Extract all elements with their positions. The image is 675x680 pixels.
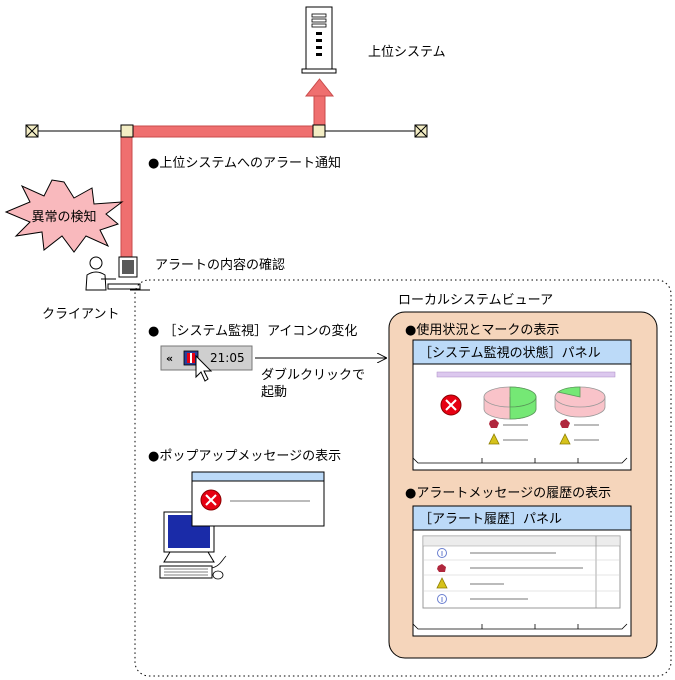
client-label: クライアント xyxy=(42,307,119,322)
pie-chart-icon xyxy=(483,386,537,420)
usage-bar xyxy=(436,371,616,378)
warning-icon xyxy=(559,433,571,445)
error-icon xyxy=(200,489,222,511)
error-mark-icon xyxy=(489,419,499,428)
icon-change-label: ● ［システム監視］アイコンの変化 xyxy=(148,323,357,339)
upper-system-label: 上位システム xyxy=(368,45,446,60)
info-icon xyxy=(437,594,447,604)
popup-display-label: ●ポップアップメッセージの表示 xyxy=(148,449,341,464)
local-scope-boundary xyxy=(134,279,672,677)
error-icon xyxy=(440,394,462,416)
alert-notify-label: ●上位システムへのアラート通知 xyxy=(148,155,341,171)
network-node-client xyxy=(120,124,134,138)
history-table xyxy=(422,535,621,609)
alert-history-panel[interactable]: ［アラート履歴］パネル xyxy=(412,505,632,637)
status-panel-title: ［システム監視の状態］パネル xyxy=(419,345,601,361)
status-panel[interactable]: ［システム監視の状態］パネル xyxy=(412,339,632,471)
pie-chart-icon xyxy=(554,386,606,418)
anomaly-burst xyxy=(4,179,124,253)
tray-clock: 21:05 xyxy=(210,351,245,365)
server-icon xyxy=(301,6,337,74)
network-node-server xyxy=(312,124,326,138)
error-mark-icon xyxy=(437,564,446,572)
double-click-label-1: ダブルクリックで xyxy=(261,367,365,383)
double-click-label-2: 起動 xyxy=(261,385,287,400)
history-panel-tabs xyxy=(412,623,628,630)
tray-chevron[interactable]: « xyxy=(166,352,173,365)
status-panel-tabs xyxy=(412,457,628,464)
mouse-cursor-icon xyxy=(195,354,213,382)
system-monitor-icon[interactable] xyxy=(183,350,199,366)
confirm-alert-label: アラートの内容の確認 xyxy=(155,257,285,273)
network-node-right-terminator xyxy=(414,124,428,138)
warning-icon xyxy=(488,433,500,445)
info-icon xyxy=(437,548,447,558)
history-panel-title: ［アラート履歴］パネル xyxy=(419,512,562,527)
popup-message-window[interactable] xyxy=(191,471,325,527)
error-mark-icon xyxy=(560,419,570,428)
usage-marks-label: ●使用状況とマークの表示 xyxy=(405,322,559,338)
warning-icon xyxy=(436,577,448,589)
history-table-header xyxy=(422,535,621,547)
anomaly-label: 異常の検知 xyxy=(31,209,96,225)
local-viewer-label: ローカルシステムビューア xyxy=(398,293,553,308)
history-display-label: ●アラートメッセージの履歴の表示 xyxy=(405,486,611,501)
network-node-left-terminator xyxy=(25,124,39,138)
client-user-icon xyxy=(85,256,150,291)
